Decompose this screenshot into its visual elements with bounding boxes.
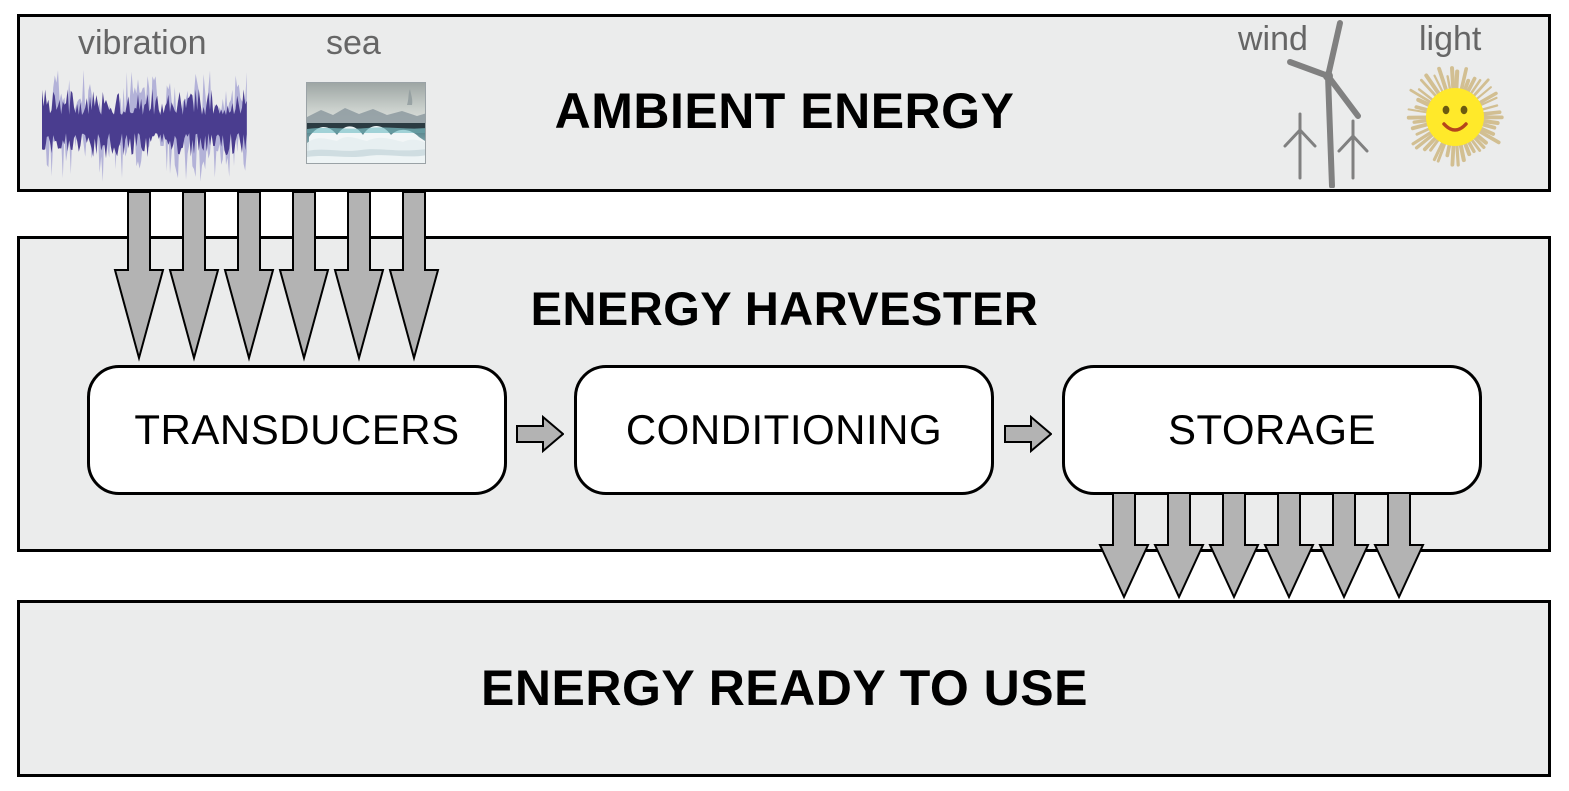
wind-turbine-icon bbox=[1278, 18, 1388, 189]
sun-icon bbox=[1400, 62, 1510, 172]
source-label-sea: sea bbox=[326, 24, 381, 62]
sea-wave-photo-icon bbox=[306, 82, 426, 164]
block-label-conditioning: CONDITIONING bbox=[625, 406, 943, 453]
input-flow-arrows bbox=[110, 192, 470, 362]
panel-title-ready: ENERGY READY TO USE bbox=[481, 660, 1088, 716]
block-transducers[interactable]: TRANSDUCERS bbox=[87, 365, 507, 495]
block-conditioning[interactable]: CONDITIONING bbox=[574, 365, 994, 495]
connector-arrow-transducers-to-conditioning bbox=[516, 415, 564, 453]
source-label-wind: wind bbox=[1238, 20, 1308, 58]
block-storage[interactable]: STORAGE bbox=[1062, 365, 1482, 495]
panel-ambient-energy bbox=[17, 14, 1551, 192]
output-flow-arrows bbox=[1095, 493, 1455, 603]
block-label-storage: STORAGE bbox=[1167, 406, 1377, 453]
source-label-light: light bbox=[1419, 20, 1482, 58]
panel-energy-ready bbox=[17, 600, 1551, 777]
source-label-vibration: vibration bbox=[78, 24, 207, 62]
panel-title-ambient: AMBIENT ENERGY bbox=[554, 83, 1015, 139]
waveform-icon bbox=[42, 66, 247, 182]
panel-title-harvester: ENERGY HARVESTER bbox=[530, 282, 1039, 335]
block-label-transducers: TRANSDUCERS bbox=[134, 406, 460, 453]
connector-arrow-conditioning-to-storage bbox=[1004, 415, 1052, 453]
